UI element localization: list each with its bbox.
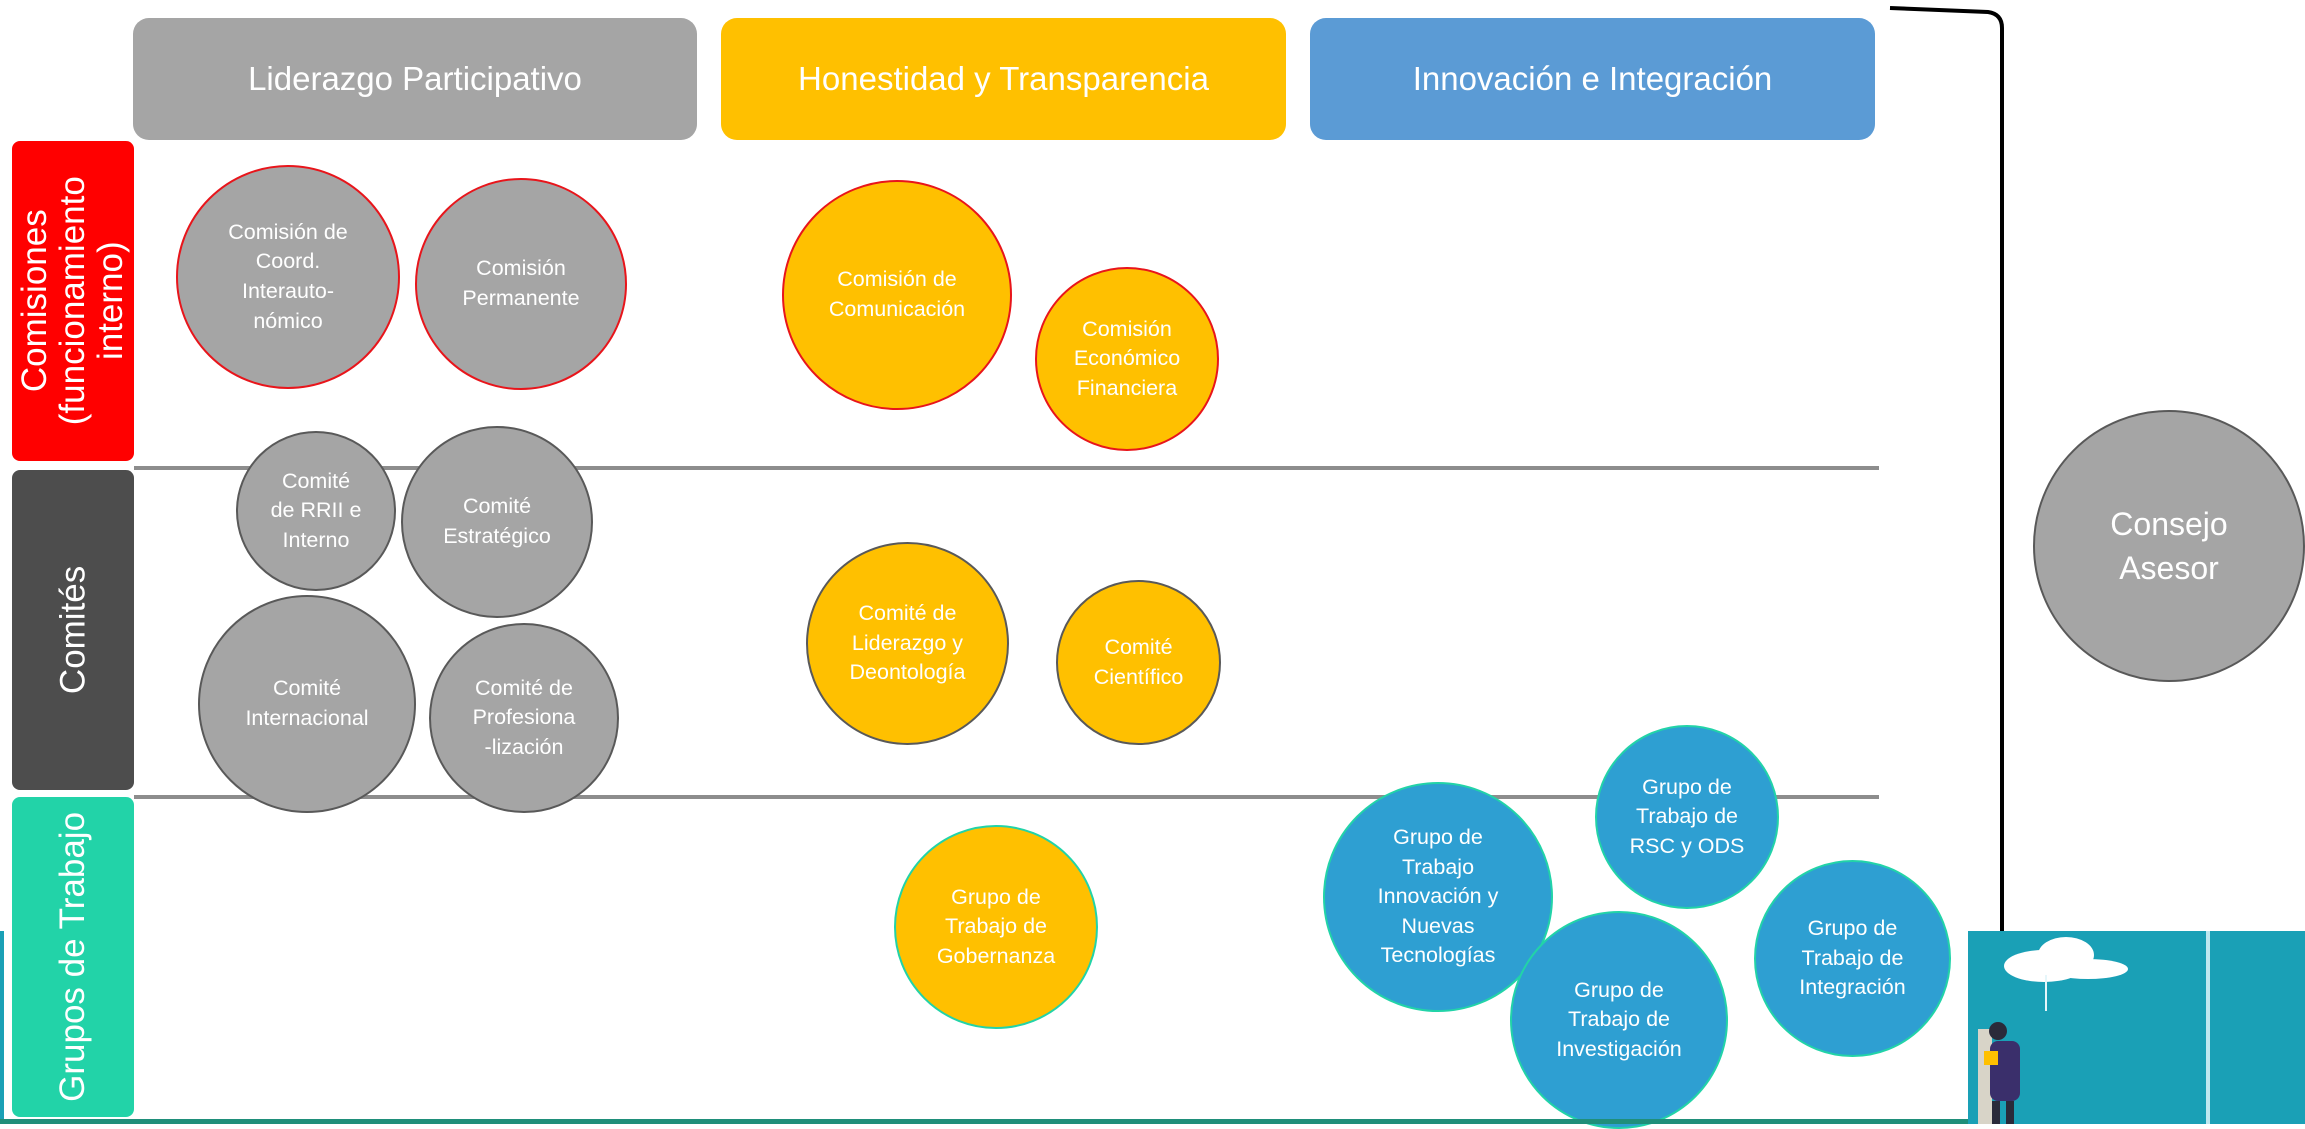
node-consejo-asesor: Consejo Asesor (2033, 410, 2305, 682)
row-label-comites-text: Comités (53, 565, 93, 695)
decorative-bottom-strip (0, 1119, 1968, 1124)
decorative-illustration (1968, 931, 2305, 1124)
row-label-comisiones: Comisiones (funcionamiento interno) (12, 141, 134, 461)
node-grupo-innovacion: Grupo de Trabajo Innovación y Nuevas Tec… (1323, 782, 1553, 1012)
row-label-comisiones-text: Comisiones (funcionamiento interno) (15, 176, 130, 426)
node-comite-profesionalizacion: Comité de Profesiona -lización (429, 623, 619, 813)
node-grupo-gobernanza: Grupo de Trabajo de Gobernanza (894, 825, 1098, 1029)
node-comision-comunicacion: Comisión de Comunicación (782, 180, 1012, 410)
node-comite-estrategico: Comité Estratégico (401, 426, 593, 618)
node-grupo-investigacion: Grupo de Trabajo de Investigación (1510, 911, 1728, 1129)
row-label-comites: Comités (12, 470, 134, 790)
node-grupo-integracion: Grupo de Trabajo de Integración (1754, 860, 1951, 1057)
row-label-grupos-text: Grupos de Trabajo (53, 812, 93, 1102)
row-divider-1 (134, 466, 1879, 470)
node-comite-internacional: Comité Internacional (198, 595, 416, 813)
column-header-innovacion: Innovación e Integración (1310, 18, 1875, 140)
column-header-liderazgo: Liderazgo Participativo (133, 18, 697, 140)
node-grupo-rsc-ods: Grupo de Trabajo de RSC y ODS (1595, 725, 1779, 909)
node-comite-liderazgo-deontologia: Comité de Liderazgo y Deontología (806, 542, 1009, 745)
node-comision-permanente: Comisión Permanente (415, 178, 627, 390)
decorative-left-strip (0, 931, 4, 1124)
node-comision-coordinacion: Comisión de Coord. Interauto- nómico (176, 165, 400, 389)
node-comision-economico-financiera: Comisión Económico Financiera (1035, 267, 1219, 451)
illustration-graphic (1968, 931, 2305, 1124)
column-header-honestidad: Honestidad y Transparencia (721, 18, 1286, 140)
row-divider-2 (134, 795, 1879, 799)
node-comite-cientifico: Comité Científico (1056, 580, 1221, 745)
row-label-grupos: Grupos de Trabajo (12, 797, 134, 1117)
node-comite-rrii: Comité de RRII e Interno (236, 431, 396, 591)
